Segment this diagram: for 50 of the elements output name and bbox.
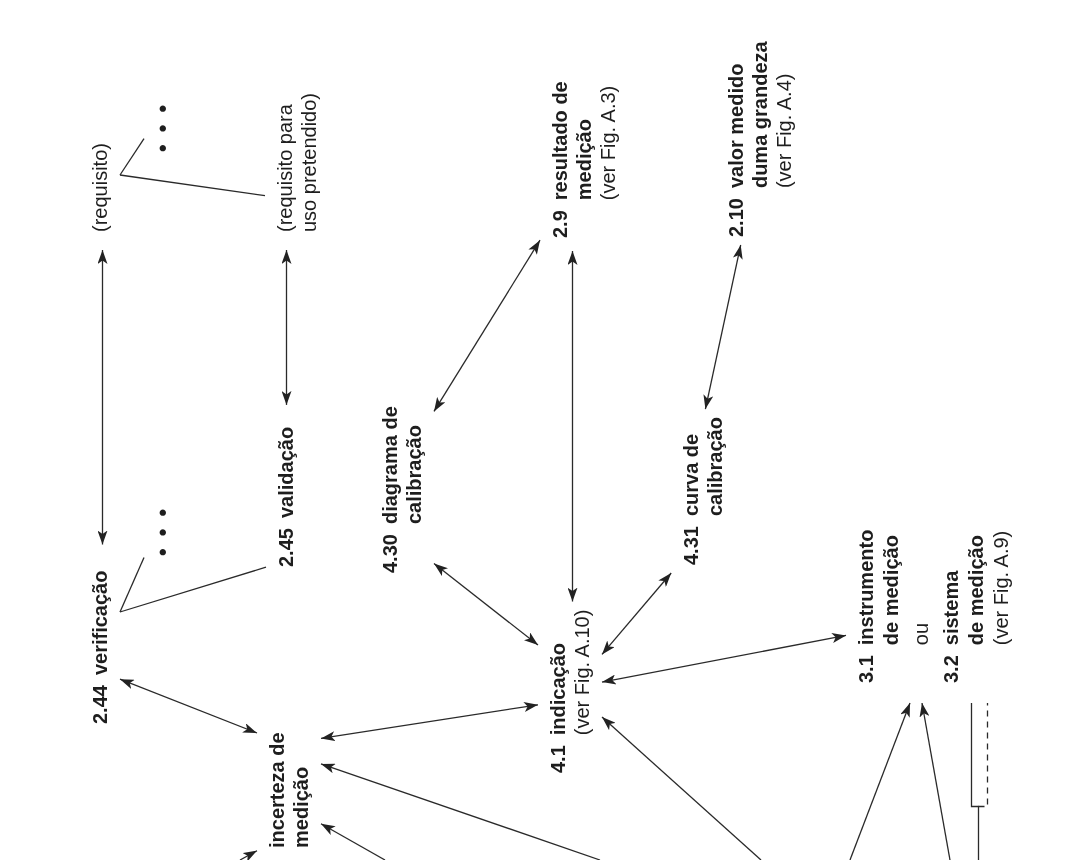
figure-reference: (ver Fig. A.9) (989, 530, 1013, 646)
arrow (239, 850, 258, 860)
conjunction-label: ou (909, 622, 933, 646)
term-number: 2.45 (274, 528, 298, 567)
arrow (320, 823, 386, 860)
figure-reference: (ver Fig. A.3) (596, 85, 620, 201)
ellipsis-dots: ••• (152, 496, 174, 556)
connector-line (119, 556, 145, 613)
arrow (601, 716, 762, 860)
double-arrow (601, 572, 672, 656)
double-arrow (281, 249, 292, 406)
double-arrow (433, 562, 539, 646)
term-number: 3.2 (939, 655, 963, 683)
note-label: (requisito) (88, 143, 112, 232)
term-label: sistema de medição (939, 535, 988, 646)
connector-line (119, 137, 145, 176)
connector-line (119, 174, 266, 197)
double-arrow (320, 702, 539, 742)
term-label: verificação (88, 570, 112, 676)
term-label: validação (274, 426, 298, 519)
term-label: indicação (546, 642, 570, 736)
term-label: valor medido duma grandeza (724, 41, 772, 189)
note-label: (requisito para uso pretendido) (273, 93, 321, 232)
term-number: 4.1 (546, 745, 570, 773)
arrow (320, 763, 601, 860)
term-number: 4.31 (679, 526, 703, 565)
connector-line (119, 566, 267, 613)
ellipsis-dots: ••• (152, 92, 174, 152)
arrow (849, 702, 911, 860)
term-number: 3.1 (854, 655, 878, 683)
term-number: 2.9 (548, 210, 572, 238)
term-label: instrumento de medição (854, 529, 903, 646)
connector-line (970, 702, 980, 860)
term-label: curva de calibração (679, 417, 727, 517)
term-number: 2.10 (724, 198, 748, 237)
figure-reference: (ver Fig. A.4) (772, 73, 796, 189)
double-arrow (433, 239, 541, 413)
double-arrow (97, 249, 108, 546)
term-label: diagrama de calibração (378, 406, 426, 525)
connector-line (977, 702, 989, 808)
double-arrow (601, 633, 847, 685)
arrow (919, 702, 951, 860)
term-label: incerteza de medição (265, 732, 313, 848)
double-arrow (703, 244, 743, 410)
term-number: 2.44 (88, 685, 112, 724)
term-number: 4.30 (378, 534, 402, 573)
double-arrow (119, 678, 258, 734)
double-arrow (567, 250, 578, 603)
figure-reference: (ver Fig. A.10) (570, 609, 594, 736)
term-label: resultado de medição (548, 81, 596, 201)
